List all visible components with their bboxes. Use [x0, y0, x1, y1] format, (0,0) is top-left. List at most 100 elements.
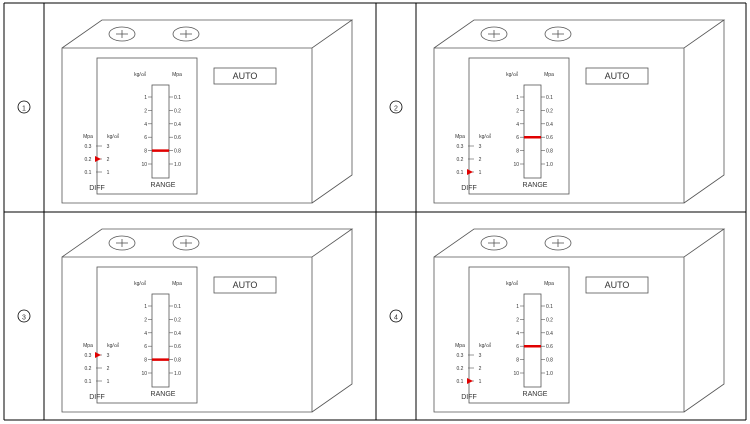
- auto-label: AUTO: [233, 71, 258, 81]
- range-kg-tick-label: 1: [144, 304, 147, 310]
- range-mpa-tick-label: 0.2: [546, 108, 553, 114]
- range-kg-tick-label: 6: [516, 344, 519, 350]
- range-kg-tick-label: 2: [516, 108, 519, 114]
- range-kg-tick-label: 6: [144, 344, 147, 350]
- range-kg-tick-label: 6: [516, 135, 519, 141]
- box-outline: [433, 228, 726, 413]
- range-mpa-tick-label: 1.0: [546, 371, 553, 377]
- diff-mpa-tick-label: 0.2: [85, 157, 92, 163]
- auto-box: [213, 67, 277, 85]
- diff-label: DIFF: [461, 185, 477, 192]
- diff-mpa-tick-label: 0.1: [457, 170, 464, 176]
- choice-number: 4: [389, 309, 403, 323]
- range-scale-bar: [151, 293, 170, 388]
- diff-kg-tick-label: 1: [479, 379, 482, 385]
- range-kg-tick-label: 8: [144, 149, 147, 155]
- range-mpa-tick-label: 1.0: [174, 162, 181, 168]
- range-mpa-tick-label: 0.8: [546, 358, 553, 364]
- choice-number-digit: 4: [394, 315, 398, 322]
- diff-mpa-tick-label: 0.1: [85, 170, 92, 176]
- diff-label: DIFF: [89, 185, 105, 192]
- diff-kg-tick-label: 2: [479, 157, 482, 163]
- adjust-knob: [172, 235, 200, 251]
- diff-mpa-tick-label: 0.3: [85, 353, 92, 359]
- range-mpa-tick-label: 0.4: [546, 331, 553, 337]
- choice-number: 2: [389, 100, 403, 114]
- range-label: RANGE: [151, 391, 176, 398]
- diff-mpa-unit: Mpa: [83, 134, 93, 140]
- adjust-knob: [108, 26, 136, 42]
- dial-panel: [468, 57, 570, 195]
- range-mpa-tick-label: 0.4: [174, 122, 181, 128]
- adjust-knob: [544, 26, 572, 42]
- diff-kg-tick-label: 3: [479, 144, 482, 150]
- range-mpa-tick-label: 0.4: [546, 122, 553, 128]
- range-mpa-tick-label: 1.0: [546, 162, 553, 168]
- range-mpa-tick-label: 0.1: [546, 304, 553, 310]
- diff-mpa-tick-label: 0.1: [85, 379, 92, 385]
- adjust-knob: [544, 235, 572, 251]
- range-mpa-unit: Mpa: [172, 72, 182, 78]
- choice-number-digit: 1: [22, 106, 26, 113]
- range-kg-tick-label: 8: [516, 358, 519, 364]
- dial-panel: [96, 57, 198, 195]
- range-scale-bar: [523, 84, 542, 179]
- diff-kg-unit: kg/㎠: [479, 342, 491, 349]
- range-kg-tick-label: 10: [513, 162, 519, 168]
- range-kg-tick-label: 1: [516, 95, 519, 101]
- range-mpa-tick-label: 0.6: [546, 344, 553, 350]
- box-side: [683, 20, 725, 204]
- range-kg-tick-label: 6: [144, 135, 147, 141]
- adjust-knob: [480, 235, 508, 251]
- range-mpa-tick-label: 0.1: [174, 95, 181, 101]
- range-label: RANGE: [523, 391, 548, 398]
- box-outline: [433, 19, 726, 204]
- diff-kg-unit: kg/㎠: [479, 133, 491, 140]
- diff-kg-tick-label: 1: [479, 170, 482, 176]
- range-mpa-tick-label: 0.6: [174, 344, 181, 350]
- diff-label: DIFF: [461, 394, 477, 401]
- diff-kg-unit: kg/㎠: [107, 133, 119, 140]
- range-kg-tick-label: 1: [144, 95, 147, 101]
- diff-kg-tick-label: 2: [107, 366, 110, 372]
- diff-kg-tick-label: 2: [107, 157, 110, 163]
- range-mpa-tick-label: 0.1: [174, 304, 181, 310]
- range-scale-bar: [151, 84, 170, 179]
- auto-label: AUTO: [605, 280, 630, 290]
- box-side: [311, 229, 353, 413]
- range-kg-tick-label: 8: [144, 358, 147, 364]
- choice-number: 1: [17, 100, 31, 114]
- range-kg-tick-label: 10: [141, 371, 147, 377]
- range-mpa-tick-label: 0.6: [546, 135, 553, 141]
- choice-number: 3: [17, 309, 31, 323]
- diff-kg-tick-label: 2: [479, 366, 482, 372]
- diff-mpa-tick-label: 0.3: [85, 144, 92, 150]
- diff-kg-tick-label: 3: [479, 353, 482, 359]
- diff-mpa-tick-label: 0.2: [85, 366, 92, 372]
- range-mpa-unit: Mpa: [172, 281, 182, 287]
- range-mpa-tick-label: 0.8: [546, 149, 553, 155]
- range-kg-tick-label: 1: [516, 304, 519, 310]
- diff-mpa-tick-label: 0.3: [457, 353, 464, 359]
- dial-panel: [96, 266, 198, 404]
- diff-mpa-unit: Mpa: [455, 343, 465, 349]
- choice-number-circle: [389, 309, 403, 323]
- diff-indicator: [467, 378, 473, 384]
- choice-number-digit: 2: [394, 106, 398, 113]
- diff-kg-unit: kg/㎠: [107, 342, 119, 349]
- diff-label: DIFF: [89, 394, 105, 401]
- range-kg-unit: kg/㎠: [506, 280, 518, 287]
- dial-panel: [468, 266, 570, 404]
- range-kg-unit: kg/㎠: [506, 71, 518, 78]
- diff-mpa-tick-label: 0.1: [457, 379, 464, 385]
- range-kg-unit: kg/㎠: [134, 71, 146, 78]
- diff-kg-tick-label: 1: [107, 379, 110, 385]
- range-mpa-unit: Mpa: [544, 72, 554, 78]
- range-kg-tick-label: 4: [516, 122, 519, 128]
- range-kg-tick-label: 2: [144, 317, 147, 323]
- diff-kg-tick-label: 1: [107, 170, 110, 176]
